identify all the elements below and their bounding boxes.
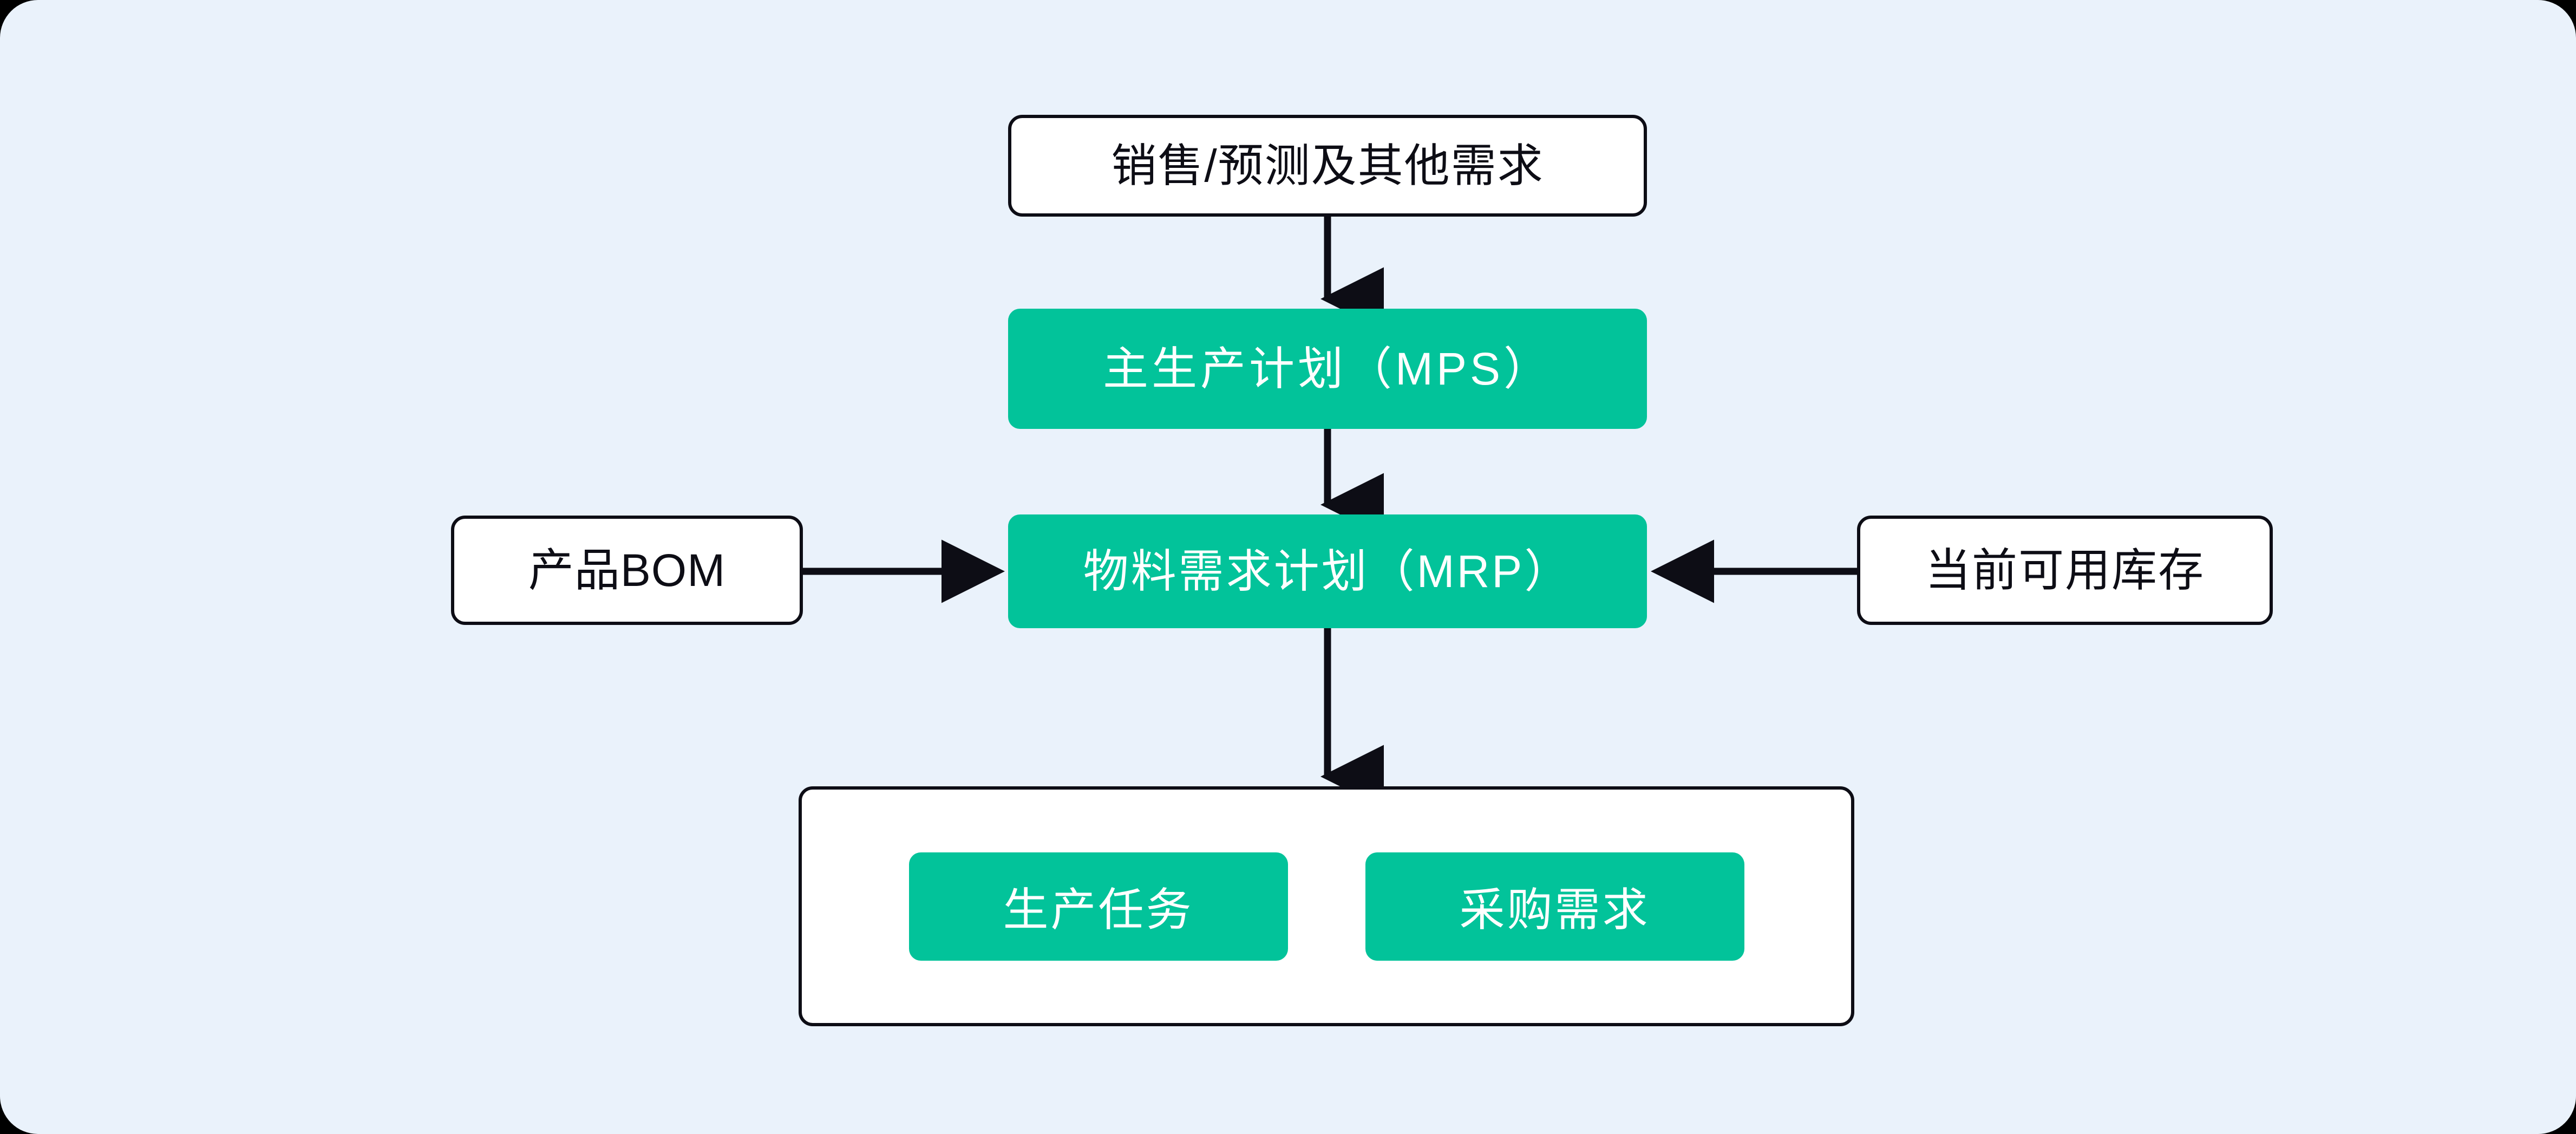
node-production-task-label: 生产任务 bbox=[1003, 884, 1194, 935]
node-master-production-schedule[interactable]: 主生产计划（MPS） bbox=[1008, 309, 1647, 429]
node-current-available-inventory-label: 当前可用库存 bbox=[1925, 544, 2205, 596]
node-sales-forecast-demand-label: 销售/预测及其他需求 bbox=[1111, 140, 1544, 191]
node-master-production-schedule-label: 主生产计划（MPS） bbox=[1102, 343, 1553, 394]
node-product-bom[interactable]: 产品BOM bbox=[451, 516, 803, 625]
node-material-requirements-planning-label: 物料需求计划（MRP） bbox=[1083, 545, 1572, 597]
node-material-requirements-planning[interactable]: 物料需求计划（MRP） bbox=[1008, 514, 1647, 628]
node-production-task[interactable]: 生产任务 bbox=[908, 852, 1288, 961]
node-procurement-demand[interactable]: 采购需求 bbox=[1365, 852, 1744, 961]
node-current-available-inventory[interactable]: 当前可用库存 bbox=[1857, 516, 2273, 625]
node-sales-forecast-demand[interactable]: 销售/预测及其他需求 bbox=[1008, 115, 1647, 217]
node-product-bom-label: 产品BOM bbox=[528, 544, 726, 596]
node-outputs-container: 生产任务 采购需求 bbox=[799, 786, 1854, 1026]
node-procurement-demand-label: 采购需求 bbox=[1459, 884, 1650, 935]
